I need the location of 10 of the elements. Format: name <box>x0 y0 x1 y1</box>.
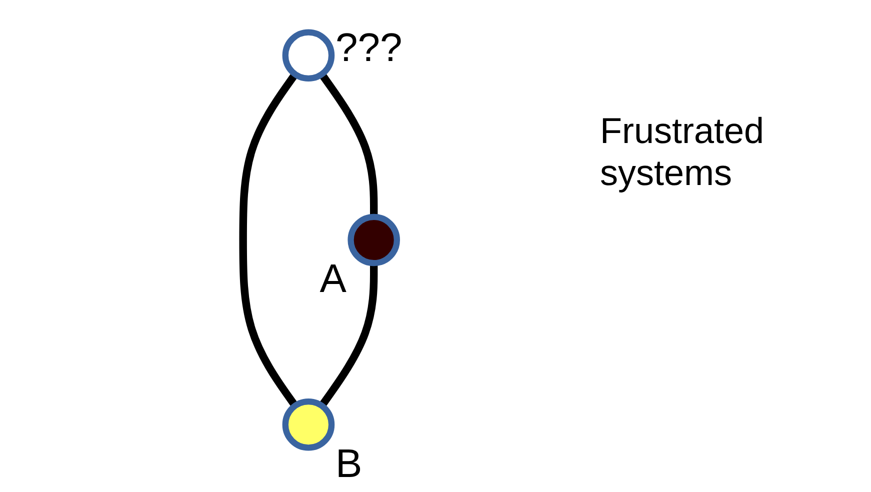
note-text: Frustrated systems <box>600 110 766 194</box>
node-caption: A <box>320 257 346 302</box>
node-caption: B <box>336 442 362 487</box>
node-circle <box>282 29 335 82</box>
connector <box>318 72 378 217</box>
node-circle <box>348 214 400 266</box>
node-circle <box>282 398 335 451</box>
connector <box>318 263 378 408</box>
node-caption: ??? <box>336 26 402 72</box>
connector <box>239 72 298 408</box>
